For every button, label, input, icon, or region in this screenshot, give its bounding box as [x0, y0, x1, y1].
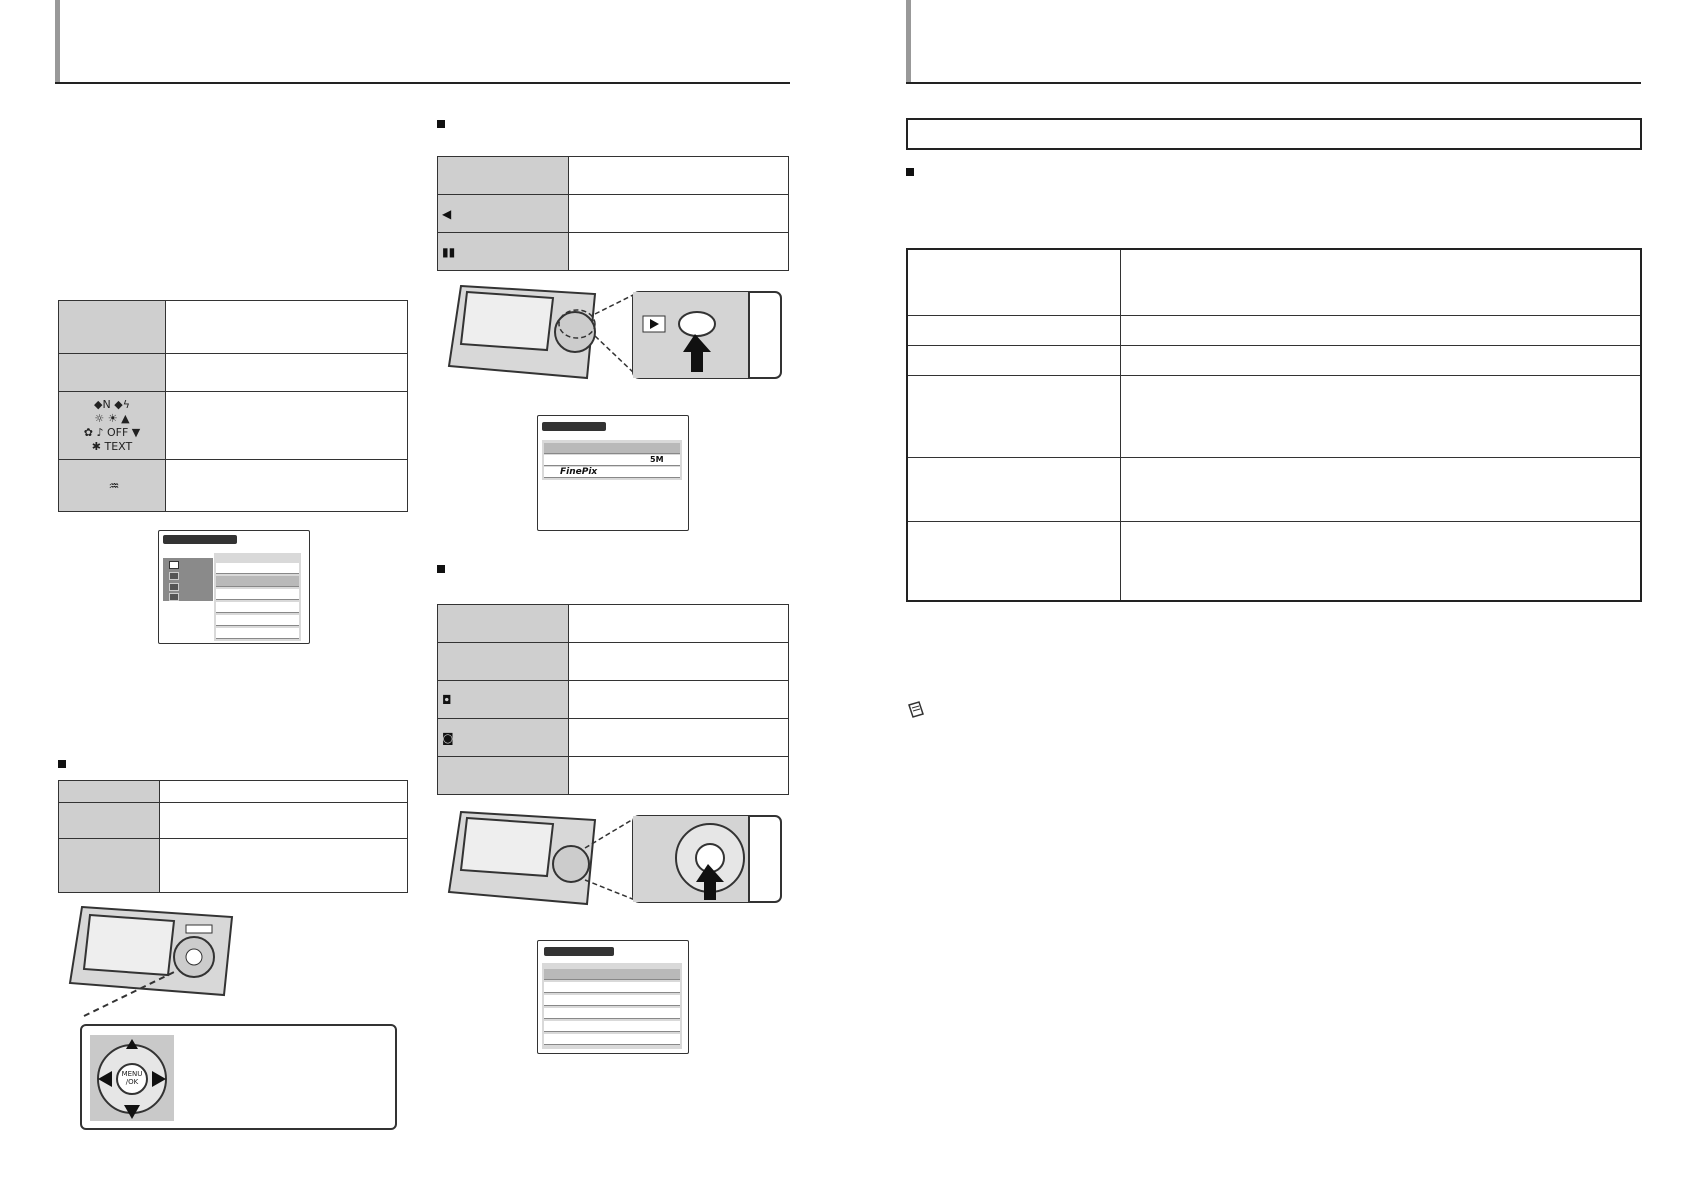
shooting-icon-cell: ◘	[437, 680, 569, 719]
right-page-header-bar	[906, 0, 911, 84]
section-marker	[906, 168, 914, 176]
list-item	[216, 615, 299, 626]
right-desc-cell	[1120, 374, 1642, 458]
record-icon-cell: ▮▮	[437, 232, 569, 271]
right-label-cell	[906, 456, 1121, 522]
section-marker	[437, 120, 445, 128]
memo-icon	[908, 701, 924, 718]
shooting-desc-cell	[568, 756, 789, 795]
list-item	[216, 628, 299, 639]
settings-label-cell	[58, 802, 160, 839]
shooting-label-cell	[437, 756, 569, 795]
screen-title-bar	[542, 422, 606, 431]
scene-mode-desc-cell	[165, 300, 408, 354]
scene-icons-line: ✱ TEXT	[91, 439, 133, 453]
list-item	[216, 602, 299, 613]
settings-table	[58, 780, 408, 893]
dpad-illustration	[90, 1035, 174, 1121]
right-label-cell	[906, 520, 1121, 602]
continuous-icon: ◙	[442, 730, 454, 745]
scene-mode-label-cell	[58, 353, 166, 392]
settings-label-cell	[58, 838, 160, 893]
camera-f-button-illustration	[447, 284, 782, 380]
shooting-item-selected	[544, 969, 680, 980]
shooting-desc-cell	[568, 680, 789, 719]
scene-icons-cell: ◆N ◆ϟ ☼ ☀ ▲ ✿ ♪ OFF ▼ ✱ TEXT	[58, 391, 166, 460]
f-menu-item	[544, 467, 680, 478]
screen-title-bar	[544, 947, 614, 956]
scene-mode-label-cell	[58, 300, 166, 354]
shooting-item	[544, 1008, 680, 1019]
shooting-desc-cell	[568, 718, 789, 757]
shooting-item	[544, 1034, 680, 1045]
settings-desc-cell	[159, 838, 408, 893]
shooting-desc-cell	[568, 642, 789, 681]
right-desc-cell	[1120, 344, 1642, 376]
f-menu-screen: 5M FinePix	[537, 415, 689, 531]
anti-blur-icon: ♒	[108, 478, 120, 493]
dpad-callout-box	[80, 1024, 397, 1130]
right-page-title-box	[906, 118, 1642, 150]
record-desc-cell	[568, 156, 789, 195]
right-label-cell	[906, 248, 1121, 316]
f-menu-value-color: FinePix	[560, 467, 598, 477]
record-desc-cell	[568, 194, 789, 233]
left-page-header-bar	[55, 0, 60, 84]
f-menu-value-quality: 5M	[650, 455, 664, 464]
record-desc-cell	[568, 232, 789, 271]
camera-menu-button-illustration	[447, 810, 782, 906]
shooting-item	[544, 1021, 680, 1032]
scene-mode-desc-cell	[165, 391, 408, 460]
section-marker	[58, 760, 66, 768]
right-desc-cell	[1120, 456, 1642, 522]
list-item	[216, 589, 299, 600]
right-label-cell	[906, 344, 1121, 376]
settings-label-cell	[58, 780, 160, 803]
scene-mode-desc-cell	[165, 353, 408, 392]
voice-icon: ◀	[442, 206, 452, 221]
right-label-cell	[906, 314, 1121, 346]
left-page-header-rule	[55, 82, 790, 84]
anti-blur-icon-cell: ♒	[58, 459, 166, 512]
tab-camera-icon	[169, 561, 179, 569]
shooting-desc-cell	[568, 604, 789, 643]
scene-menu-screen	[158, 530, 310, 644]
shooting-label-cell	[437, 642, 569, 681]
shooting-label-cell	[437, 604, 569, 643]
right-desc-cell	[1120, 314, 1642, 346]
right-desc-cell	[1120, 520, 1642, 602]
screen-title-bar	[163, 535, 237, 544]
record-label-cell	[437, 156, 569, 195]
scene-icons-line: ◆N ◆ϟ	[94, 397, 130, 411]
record-table: ◀ ▮▮	[437, 156, 789, 271]
shooting-menu-table: ◘ ◙	[437, 604, 789, 795]
camera-mode-icon: ◘	[442, 692, 452, 707]
settings-desc-cell	[159, 780, 408, 803]
scene-mode-desc-cell	[165, 459, 408, 512]
camera-back-illustration	[68, 905, 234, 997]
settings-desc-cell	[159, 802, 408, 839]
tab-icon	[169, 593, 179, 601]
shooting-icon-cell: ◙	[437, 718, 569, 757]
list-item	[216, 563, 299, 574]
scene-icons-line: ☼ ☀ ▲	[94, 411, 130, 425]
f-menu-item-selected	[544, 443, 680, 454]
f-menu-item	[544, 455, 680, 466]
shooting-item	[544, 982, 680, 993]
right-desc-cell	[1120, 248, 1642, 316]
tab-icon	[169, 572, 179, 580]
dpad-center-label: MENU /OK	[121, 1070, 143, 1086]
right-label-cell	[906, 374, 1121, 458]
shooting-item	[544, 995, 680, 1006]
shooting-menu-screen	[537, 940, 689, 1054]
right-settings-table	[906, 248, 1642, 602]
section-marker	[437, 565, 445, 573]
finepix-color-icon: ▮▮	[442, 244, 456, 259]
right-page-header-rule	[906, 82, 1641, 84]
tab-icon	[169, 583, 179, 591]
scene-mode-table: ◆N ◆ϟ ☼ ☀ ▲ ✿ ♪ OFF ▼ ✱ TEXT ♒	[58, 300, 408, 512]
record-icon-cell: ◀	[437, 194, 569, 233]
scene-icons-line: ✿ ♪ OFF ▼	[83, 425, 141, 439]
list-item-selected	[216, 576, 299, 587]
